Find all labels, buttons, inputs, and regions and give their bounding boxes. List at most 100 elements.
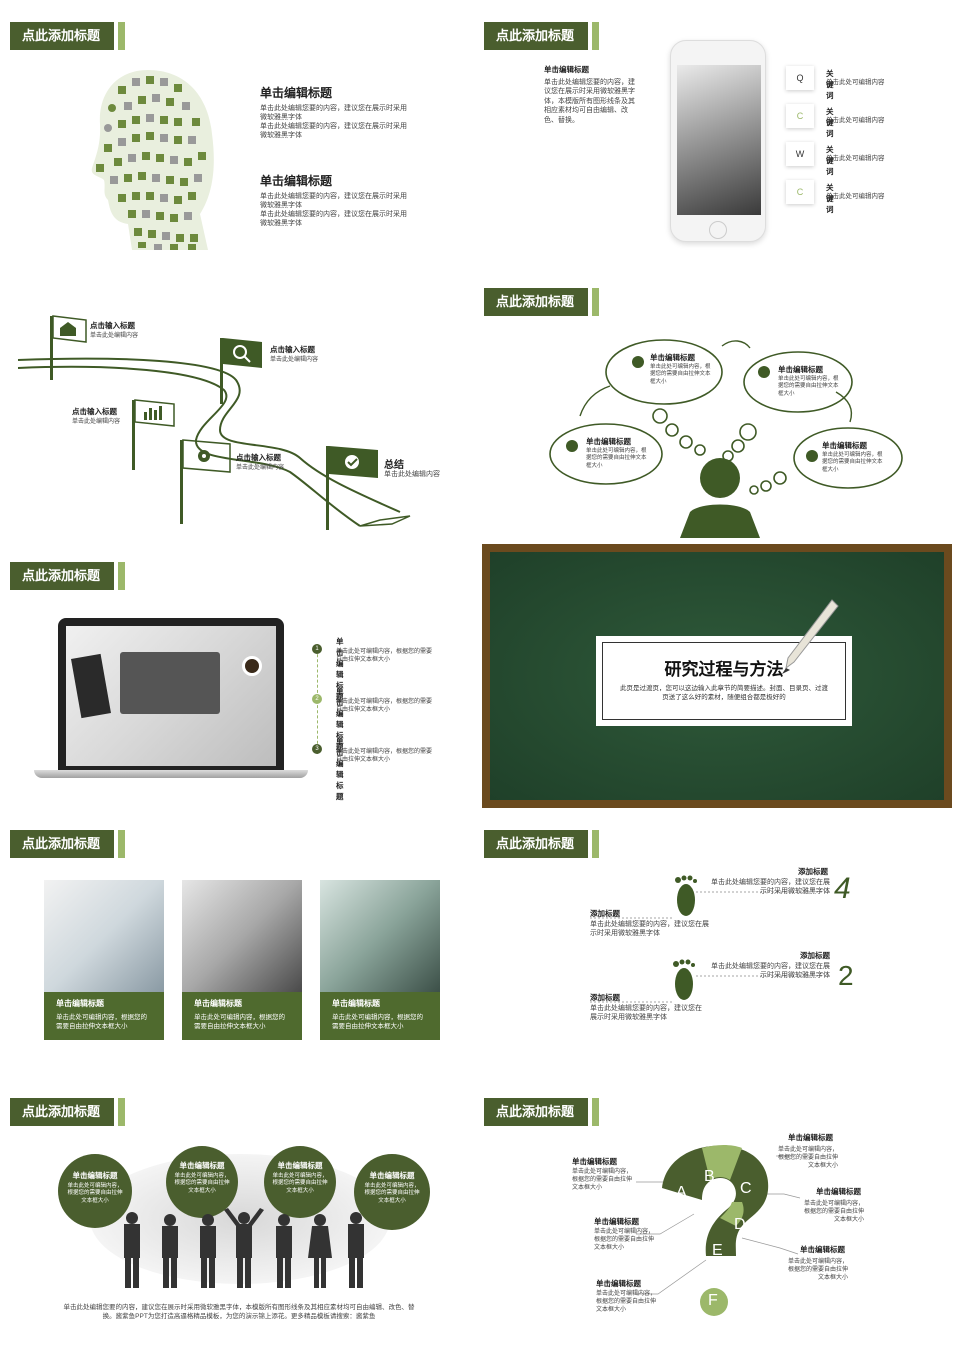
left-item-3-title: 单击编辑标题 [596, 1279, 641, 1288]
gear-icon [198, 450, 210, 462]
keyword-letter-box: C [786, 180, 814, 204]
slide-title-tag[interactable]: 点此添加标题 [484, 22, 588, 50]
slide-7: 点此添加标题 单击编辑标题 单击此处可编辑内容，根据您的需要自由拉伸文本框大小 … [0, 816, 470, 1074]
timeline-body: 单击此处可编辑内容，根据您的需要自由拉伸文本框大小 [336, 699, 433, 714]
segment-d-letter: D [734, 1216, 746, 1233]
tag-accent-bar [118, 562, 125, 590]
home-icon [60, 322, 76, 336]
segment-a-letter: A [676, 1184, 687, 1201]
body-2b: 单击此处编辑您要的内容，建议您在展示时采用微软雅黑字体 [260, 211, 407, 228]
timeline-body: 单击此处可编辑内容，根据您的需要自由拉伸文本框大小 [336, 749, 433, 764]
keyword-title: 关键词 [826, 69, 834, 100]
flag-3-body: 单击此处编辑内容 [72, 419, 121, 425]
photo-card-1[interactable]: 单击编辑标题 单击此处可编辑内容，根据您的需要自由拉伸文本框大小 [44, 880, 164, 1040]
card-photo [320, 880, 440, 992]
body-1a: 单击此处编辑您要的内容，建议您在展示时采用微软雅黑字体 [260, 105, 407, 122]
keyword-letter-box: C [786, 104, 814, 128]
right-2-title: 添加标题 [800, 951, 830, 960]
slide-9: 点此添加标题 单击编辑标题 单击此处可编辑内容，根据您的需要自由拉伸文本框大小 … [0, 1084, 470, 1346]
title-card: 研究过程与方法 此页是过渡页，您可以这边输入此章节的简要描述。封面、目录页、过渡… [596, 636, 852, 726]
segment-f-letter: F [708, 1292, 718, 1309]
slide-2: 点此添加标题 单击编辑标题 单击此处编辑您要的内容，建议您在展示时采用微软雅黑字… [480, 8, 950, 266]
slide-title-tag[interactable]: 点此添加标题 [484, 288, 588, 316]
laptop-screen [58, 618, 284, 770]
right-1-body: 单击此处编辑您要的内容，建议您在展示时采用微软雅黑字体 [711, 879, 830, 896]
section-title: 研究过程与方法 [664, 660, 784, 679]
keyword-letter-box: Q [786, 66, 814, 90]
segment-b-letter: B [704, 1168, 715, 1185]
right-1-title: 添加标题 [798, 867, 828, 876]
timeline-title: 单击编辑标题 [336, 687, 344, 751]
photo-card-3[interactable]: 单击编辑标题 单击此处可编辑内容，根据您的需要自由拉伸文本框大小 [320, 880, 440, 1040]
keyword-title: 关键词 [826, 145, 834, 176]
thought-cloud-illustration [549, 339, 903, 538]
palette-icon [758, 366, 770, 378]
flag-1-title: 点击输入标题 [90, 321, 135, 330]
cloud-4-title: 单击编辑标题 [822, 441, 867, 450]
notebook-photo [71, 653, 111, 719]
circle-title: 单击编辑标题 [277, 1161, 323, 1170]
slide-title-tag[interactable]: 点此添加标题 [484, 1098, 588, 1126]
cloud-1-body: 单击此处可编辑内容，根据您的需要自由拉伸文本框大小 [650, 364, 711, 385]
left-item-1-title: 单击编辑标题 [572, 1157, 617, 1166]
right-1-number: 4 [834, 872, 851, 905]
check-icon [345, 455, 359, 469]
left-1-title: 添加标题 [590, 909, 620, 918]
right-item-1-body: 单击此处可编辑内容，根据您的需要自由拉伸文本框大小 [777, 1147, 838, 1170]
question-dot [700, 1288, 728, 1316]
tag-accent-bar [592, 1098, 599, 1126]
slide-title-tag[interactable]: 点此添加标题 [10, 1098, 114, 1126]
slide-8: 点此添加标题 添加标题 单击此处编辑您要的内容，建议您在展示时采用微软雅黑字体 … [480, 816, 950, 1074]
slide-title-tag[interactable]: 点此添加标题 [484, 830, 588, 858]
timeline-title: 单击编辑标题 [336, 737, 344, 801]
person-illustration [680, 458, 760, 538]
card-caption: 单击编辑标题 单击此处可编辑内容，根据您的需要自由拉伸文本框大小 [44, 992, 164, 1040]
cloud-4-body: 单击此处可编辑内容，根据您的需要自由拉伸文本框大小 [822, 452, 883, 473]
card-body: 单击此处可编辑内容，根据您的需要自由拉伸文本框大小 [332, 1014, 423, 1031]
circle-2: 单击编辑标题 单击此处可编辑内容，根据您的需要自由拉伸文本框大小 [166, 1146, 238, 1218]
right-item-3-title: 单击编辑标题 [800, 1245, 845, 1254]
card-title: 单击编辑标题 [332, 999, 380, 1008]
circle-1: 单击编辑标题 单击此处可编辑内容，根据您的需要自由拉伸文本框大小 [58, 1154, 132, 1228]
tag-accent-bar [118, 830, 125, 858]
left-item-1-body: 单击此处可编辑内容，根据您的需要自由拉伸文本框大小 [572, 1169, 633, 1192]
right-2-number: 2 [838, 960, 854, 991]
keyword-body: 单击此处可编辑内容 [826, 155, 885, 162]
cloud-1-title: 单击编辑标题 [650, 353, 695, 362]
question-mark-illustration [636, 1145, 801, 1316]
search-globe-icon [632, 356, 644, 368]
flag-4-body: 单击此处编辑内容 [236, 465, 285, 471]
left-item-3-body: 单击此处可编辑内容，根据您的需要自由拉伸文本框大小 [596, 1291, 657, 1314]
left-2-title: 添加标题 [590, 993, 620, 1002]
flag-4-title: 点击输入标题 [236, 453, 281, 462]
right-item-3-body: 单击此处可编辑内容，根据您的需要自由拉伸文本框大小 [787, 1259, 848, 1282]
keyword-title: 关键词 [826, 107, 834, 138]
circle-title: 单击编辑标题 [179, 1161, 225, 1170]
left-2-body: 单击此处编辑您要的内容，建议您在展示时采用微软雅黑字体 [590, 1005, 702, 1022]
slide-title-tag[interactable]: 点此添加标题 [10, 830, 114, 858]
footer-description: 单击此处编辑您要的内容，建议您在展示时采用微软雅黑字体，本模版所有图形线条及其相… [63, 1304, 415, 1320]
cloud-3-body: 单击此处可编辑内容，根据您的需要自由拉伸文本框大小 [586, 448, 647, 469]
flag-2-title: 点击输入标题 [270, 345, 315, 354]
chart-icon [144, 406, 162, 420]
card-caption: 单击编辑标题 单击此处可编辑内容，根据您的需要自由拉伸文本框大小 [182, 992, 302, 1040]
slide-1: 点此添加标题 单击编辑标题 单击此处编辑您要的内容，建议您在展示 [0, 8, 470, 266]
keyword-body: 单击此处可编辑内容 [826, 193, 885, 200]
laptop-base [34, 770, 308, 778]
coffee-photo [242, 656, 262, 676]
timeline-number: 3 [312, 744, 322, 754]
segment-e-letter: E [712, 1242, 723, 1259]
slide-title-tag[interactable]: 点此添加标题 [10, 562, 114, 590]
right-item-2-body: 单击此处可编辑内容，根据您的需要自由拉伸文本框大小 [803, 1201, 864, 1224]
cloud-2-body: 单击此处可编辑内容，根据您的需要自由拉伸文本框大小 [778, 376, 839, 397]
circle-body: 单击此处可编辑内容，根据您的需要自由拉伸文本框大小 [364, 1183, 420, 1204]
circle-body: 单击此处可编辑内容，根据您的需要自由拉伸文本框大小 [272, 1173, 328, 1194]
right-item-2-title: 单击编辑标题 [816, 1187, 861, 1196]
circle-4: 单击编辑标题 单击此处可编辑内容，根据您的需要自由拉伸文本框大小 [354, 1154, 430, 1230]
flag-1-body: 单击此处编辑内容 [90, 333, 139, 339]
photo-card-2[interactable]: 单击编辑标题 单击此处可编辑内容，根据您的需要自由拉伸文本框大小 [182, 880, 302, 1040]
slide-title-tag[interactable]: 点此添加标题 [10, 22, 114, 50]
right-item-1-title: 单击编辑标题 [788, 1133, 833, 1142]
phone-body: 单击此处编辑您要的内容，建议您在展示时采用微软雅黑字体，本模版所有图形线条及其相… [544, 79, 635, 124]
timeline-number: 1 [312, 644, 322, 654]
